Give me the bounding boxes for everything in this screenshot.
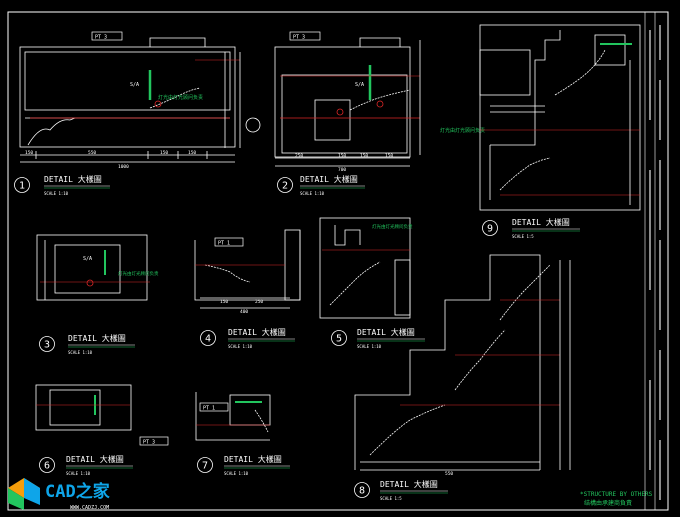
- detail-2-tag: PT 3 S/A 灯光由灯光顾问负责: [289, 31, 485, 134]
- detail-7-scale: SCALE 1:10: [224, 471, 249, 476]
- detail-6-tag-text: PT 3: [143, 440, 155, 446]
- detail-3-scale: SCALE 1:10: [68, 350, 93, 355]
- detail-7-tag-text: PT 1: [203, 406, 215, 412]
- detail-1-dim: 150: [188, 150, 196, 156]
- detail-1-tag-text: PT 3: [95, 35, 107, 41]
- detail-3-title: DETAIL 大樣圖: [68, 333, 126, 343]
- detail-5-number: 5: [336, 334, 342, 345]
- detail-4-drawing: [194, 229, 301, 309]
- detail-5-scale: SCALE 1:10: [357, 344, 382, 349]
- detail-1-dims: 150 550 150 150 1000: [25, 150, 196, 170]
- detail-6-number: 6: [44, 461, 50, 472]
- detail-1-scale: SCALE 1:10: [44, 191, 69, 196]
- detail-3-drawing: [36, 234, 150, 301]
- detail-2-dim: 150: [385, 153, 393, 159]
- detail-1-label: 1 DETAIL 大樣圖 SCALE 1:10: [14, 174, 110, 196]
- detail-1-number: 1: [19, 181, 25, 192]
- structure-note-cn: 结構由承建商負責: [584, 499, 632, 507]
- title-block: [644, 12, 661, 510]
- sheet-border: [7, 11, 669, 511]
- detail-7-title: DETAIL 大樣圖: [224, 454, 282, 464]
- detail-1-drawing: [19, 37, 261, 163]
- detail-8-dim: 550: [445, 471, 453, 477]
- watermark-url: WWW.CADZJ.COM: [70, 505, 109, 511]
- detail-4-tag: PT 1: [214, 237, 244, 247]
- detail-4-dim: 250: [255, 299, 263, 305]
- detail-2-number: 2: [282, 181, 288, 192]
- detail-2-dim: 150: [338, 153, 346, 159]
- detail-6-label: 6 DETAIL 大樣圖 SCALE 1:10: [39, 454, 133, 476]
- detail-8-title: DETAIL 大樣圖: [380, 479, 438, 489]
- detail-9-drawing: [479, 24, 641, 211]
- detail-6-title: DETAIL 大樣圖: [66, 454, 124, 464]
- detail-1-dim: 550: [88, 150, 96, 156]
- detail-5-title: DETAIL 大樣圖: [357, 327, 415, 337]
- detail-2-drawing: [274, 37, 421, 167]
- detail-6-scale: SCALE 1:10: [66, 471, 91, 476]
- watermark-brand: CAD之家: [45, 481, 110, 502]
- detail-1-sa: S/A: [130, 82, 139, 88]
- detail-9-number: 9: [487, 224, 493, 235]
- detail-1-dim: 1000: [118, 164, 129, 170]
- detail-9-title: DETAIL 大樣圖: [512, 217, 570, 227]
- structure-note-en: *STRUCTURE BY OTHERS: [580, 491, 653, 498]
- detail-7-number: 7: [202, 461, 208, 472]
- detail-8-label: 8 DETAIL 大樣圖 SCALE 1:5: [354, 479, 448, 501]
- detail-8-scale: SCALE 1:5: [380, 496, 402, 501]
- detail-5-light-note: 灯光由灯光顾问负责: [372, 223, 413, 230]
- detail-2-sa: S/A: [355, 82, 364, 88]
- detail-2-tag-text: PT 3: [293, 35, 305, 41]
- detail-1-dim: 150: [25, 150, 33, 156]
- detail-2-dim: 700: [338, 167, 346, 173]
- detail-2-dim: 250: [295, 153, 303, 159]
- detail-1-dim: 150: [160, 150, 168, 156]
- detail-4-tag-text: PT 1: [218, 241, 230, 247]
- detail-5-notes: 灯光由灯光顾问负责: [372, 223, 413, 230]
- detail-6-drawing: [35, 384, 132, 431]
- detail-7-tag: PT 1: [199, 402, 229, 412]
- detail-1-tag: PT 3 S/A 灯光由灯光顾问负责: [91, 31, 203, 101]
- detail-4-number: 4: [205, 334, 211, 345]
- detail-6-tag: PT 3: [139, 436, 169, 446]
- detail-4-dim: 400: [240, 309, 248, 315]
- detail-7-drawing: [195, 392, 271, 441]
- detail-2-label: 2 DETAIL 大樣圖 SCALE 1:10: [277, 174, 365, 196]
- detail-2-scale: SCALE 1:10: [300, 191, 325, 196]
- detail-8-dims: 550: [445, 471, 453, 477]
- detail-4-dim: 150: [220, 299, 228, 305]
- detail-1-light-note: 灯光由灯光顾问负责: [158, 94, 203, 101]
- detail-4-label: 4 DETAIL 大樣圖 SCALE 1:10: [200, 327, 295, 349]
- detail-9-scale: SCALE 1:5: [512, 234, 534, 239]
- detail-4-title: DETAIL 大樣圖: [228, 327, 286, 337]
- detail-3-sa: S/A: [83, 256, 92, 262]
- detail-7-label: 7 DETAIL 大樣圖 SCALE 1:10: [197, 454, 290, 476]
- detail-1-title: DETAIL 大樣圖: [44, 174, 102, 184]
- detail-4-dims: 150 250 400: [220, 299, 263, 315]
- detail-5-drawing: [319, 217, 411, 319]
- detail-3-number: 3: [44, 340, 50, 351]
- detail-2-light-note: 灯光由灯光顾问负责: [440, 127, 485, 134]
- watermark-logo: CAD之家 WWW.CADZJ.COM: [8, 478, 110, 511]
- detail-2-title: DETAIL 大樣圖: [300, 174, 358, 184]
- detail-8-number: 8: [359, 486, 365, 497]
- detail-2-dims: 250 150 150 150 700: [295, 153, 393, 173]
- detail-2-dim: 150: [360, 153, 368, 159]
- detail-4-scale: SCALE 1:10: [228, 344, 253, 349]
- detail-3-notes: S/A 灯光由灯光顾问负责: [83, 256, 159, 277]
- detail-9-label: 9 DETAIL 大樣圖 SCALE 1:5: [482, 217, 580, 239]
- detail-5-label: 5 DETAIL 大樣圖 SCALE 1:10: [331, 327, 425, 349]
- detail-3-label: 3 DETAIL 大樣圖 SCALE 1:10: [39, 333, 135, 355]
- detail-8-drawing: [354, 254, 571, 471]
- detail-3-light-note: 灯光由灯光顾问负责: [118, 270, 159, 277]
